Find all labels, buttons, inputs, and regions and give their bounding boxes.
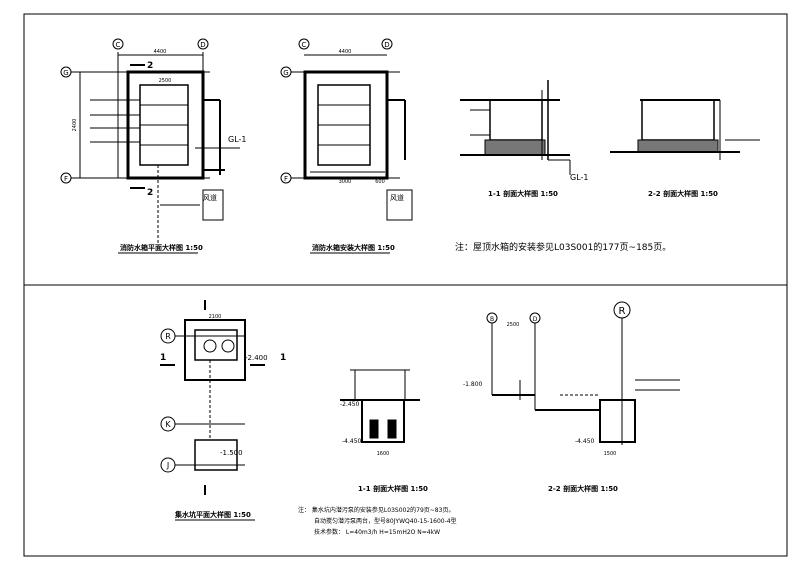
elev-1800: -1.800 xyxy=(463,381,483,388)
elev-4450-a: -4.450 xyxy=(342,438,362,445)
grid-bubble-r-2: R xyxy=(619,306,626,317)
label-fengdao-2: 风道 xyxy=(390,193,404,202)
section-2-2-title: 2-2 剖面大样图 1:50 xyxy=(648,189,718,198)
dim-2400: 2400 xyxy=(72,119,78,132)
elev-2400: -2.400 xyxy=(245,354,268,362)
grid-bubble-d: D xyxy=(200,41,205,49)
dim-2500: 2500 xyxy=(159,78,172,84)
plan-1-title: 消防水箱平面大样图 1:50 xyxy=(120,243,203,252)
dim-3000: 3000 xyxy=(339,179,352,185)
grid-bubble-k: K xyxy=(165,420,171,429)
label-gl1-sec: GL-1 xyxy=(570,173,589,182)
elev-1500: -1.500 xyxy=(220,449,243,457)
grid-bubble-c: C xyxy=(116,41,121,49)
sump-section-1-1 xyxy=(340,369,420,443)
section-1-1-tank xyxy=(460,80,571,175)
dim-1500: 1500 xyxy=(604,451,617,457)
plan-2-title: 消防水箱安装大样图 1:50 xyxy=(312,243,395,252)
note-line-2: 自动搅匀潜污泵两台，型号80JYWQ40-15-1600-4型 xyxy=(314,517,457,525)
section-mark-2-top: 2 xyxy=(147,61,153,71)
section-mark-1-left: 1 xyxy=(160,353,166,363)
sump-plan xyxy=(160,300,265,495)
grid-bubble-f: F xyxy=(64,175,68,183)
grid-bubble-b: B xyxy=(490,316,494,323)
plan-1-fire-tank xyxy=(60,38,240,245)
label-gl1: GL-1 xyxy=(228,135,247,144)
sump-plan-title: 集水坑平面大样图 1:50 xyxy=(174,510,251,519)
grid-bubble-g: G xyxy=(63,69,68,77)
grid-bubble-g-2: G xyxy=(283,69,288,77)
grid-bubble-c-2: C xyxy=(302,41,307,49)
elev-2450: -2.450 xyxy=(340,401,360,408)
sump-section-2-2 xyxy=(486,301,680,445)
sump-section-2-2-title: 2-2 剖面大样图 1:50 xyxy=(548,484,618,493)
grid-bubble-f-2: F xyxy=(284,175,288,183)
dim-600: 600 xyxy=(375,179,385,185)
grid-bubble-d-2: D xyxy=(384,41,389,49)
grid-bubble-r: R xyxy=(165,332,171,341)
sump-section-1-1-title: 1-1 剖面大样图 1:50 xyxy=(358,484,428,493)
plan-2-tank-install xyxy=(280,38,413,221)
label-fengdao-1: 风道 xyxy=(203,193,217,202)
note-line-1: 注： 集水坑内潜污泵的安装参见L03S002的79页~83页。 xyxy=(298,506,454,514)
grid-bubble-d-3: D xyxy=(533,316,538,323)
dim-2100: 2100 xyxy=(209,314,222,320)
note-top: 注：屋顶水箱的安装参见L03S001的177页~185页。 xyxy=(455,241,671,253)
elev-4450-b: -4.450 xyxy=(575,438,595,445)
grid-bubble-j: J xyxy=(166,461,169,470)
note-line-3: 技术参数： L=40m3/h H=15mH2O N=4kW xyxy=(314,528,440,536)
section-2-2-tank xyxy=(610,99,760,160)
dim-2500-b: 2500 xyxy=(507,322,520,328)
section-mark-2-bot: 2 xyxy=(147,188,153,198)
dim-4400-b: 4400 xyxy=(339,49,352,55)
section-mark-1-right: 1 xyxy=(280,353,286,363)
dim-4400-a: 4400 xyxy=(154,49,167,55)
dim-1600: 1600 xyxy=(377,451,390,457)
section-1-1-title: 1-1 剖面大样图 1:50 xyxy=(488,189,558,198)
